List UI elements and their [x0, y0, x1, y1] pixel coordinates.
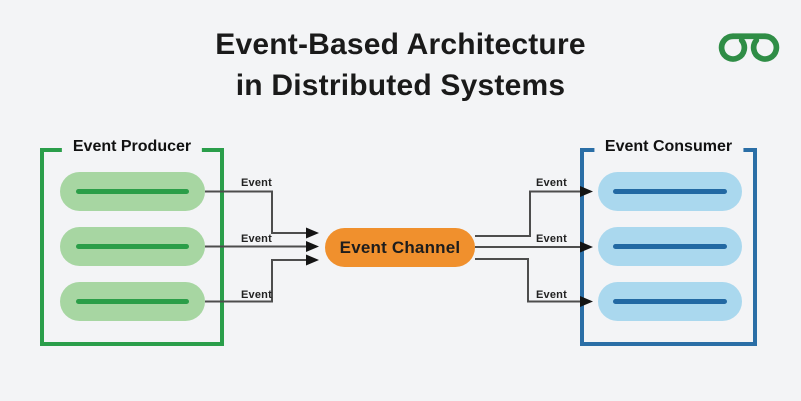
consumer-node-line: [613, 244, 727, 249]
title-line-1: Event-Based Architecture: [215, 28, 586, 61]
arrowhead-icon: [306, 254, 319, 266]
arrowhead-icon: [306, 227, 319, 239]
event-channel-node: Event Channel: [325, 228, 475, 267]
producer-node: [60, 172, 205, 211]
consumer-node-line: [613, 189, 727, 194]
arrow-consumer-1: [475, 190, 580, 237]
title-line-2: in Distributed Systems: [235, 69, 566, 102]
producer-node-line: [76, 244, 189, 249]
producer-title: Event Producer: [61, 136, 203, 158]
event-label: Event: [241, 233, 272, 245]
event-label: Event: [536, 233, 567, 245]
consumer-title: Event Consumer: [593, 136, 744, 158]
event-label: Event: [241, 289, 272, 301]
event-label: Event: [536, 289, 567, 301]
page-title: Event-Based Architecture in Distributed …: [0, 24, 801, 106]
consumer-node: [598, 172, 742, 211]
consumer-node: [598, 282, 742, 321]
consumer-node: [598, 227, 742, 266]
producer-node: [60, 227, 205, 266]
consumer-node-line: [613, 299, 727, 304]
geeksforgeeks-logo-icon: [718, 33, 780, 62]
event-label: Event: [536, 177, 567, 189]
arrowhead-icon: [306, 241, 319, 252]
producer-node-line: [76, 189, 189, 194]
event-label: Event: [241, 177, 272, 189]
producer-node-line: [76, 299, 189, 304]
producer-node: [60, 282, 205, 321]
